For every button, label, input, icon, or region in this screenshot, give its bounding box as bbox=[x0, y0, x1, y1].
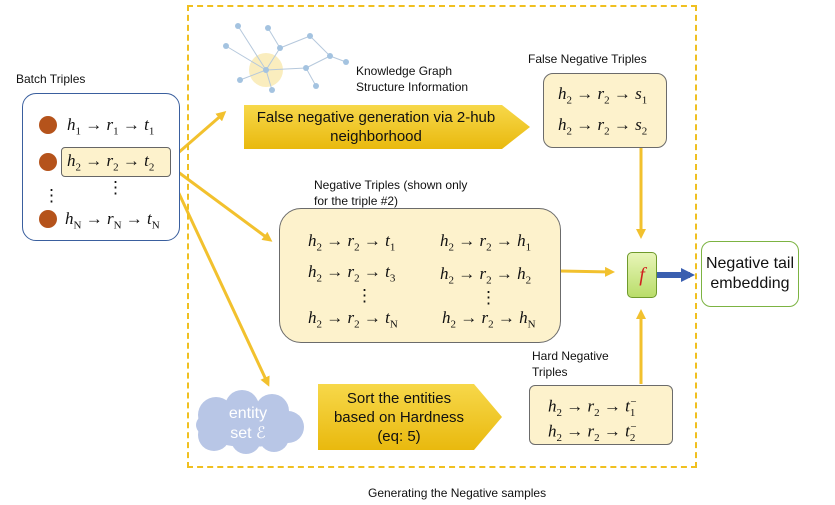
false-negative-triple-2: h2 → r2 → s2 bbox=[558, 115, 648, 138]
batch-title: Batch Triples bbox=[16, 72, 86, 86]
negative-triple-left-1: h2 → r2 → t1 bbox=[308, 231, 396, 254]
false-negative-triple-1: h2 → r2 → s1 bbox=[558, 84, 648, 107]
arrow-batch-to-negatives bbox=[169, 164, 273, 242]
entity-dot bbox=[39, 153, 57, 171]
entity-set-cloud bbox=[196, 390, 304, 454]
negative-triple-left-n: h2 → r2 → tN bbox=[308, 308, 398, 331]
arrow-negatives-to-f bbox=[559, 266, 615, 277]
negative-triple-right-2: h2 → r2 → h2 bbox=[440, 264, 532, 287]
false-negatives-box: h2 → r2 → s1 h2 → r2 → s2 bbox=[543, 73, 667, 148]
batch-triple-n: hN → rN → tN bbox=[65, 209, 160, 232]
highlighted-triple-box bbox=[61, 147, 171, 177]
aggregation-function-f: f bbox=[627, 252, 657, 298]
batch-triples-box: h1 → r1 → t1 h2 → r2 → t2 ⋮ ⋮ hN → rN → … bbox=[22, 93, 180, 241]
negative-triple-right-1: h2 → r2 → h1 bbox=[440, 231, 532, 254]
hard-negative-triple-2: h2 → r2 → t2− bbox=[548, 421, 637, 445]
hard-negative-triple-1: h2 → r2 → t1− bbox=[548, 396, 637, 420]
false-negatives-title: False Negative Triples bbox=[528, 52, 647, 66]
negatives-box: h2 → r2 → t1 h2 → r2 → t3 ⋮ h2 → r2 → tN… bbox=[279, 208, 561, 343]
negative-sampling-frame bbox=[187, 5, 697, 468]
arrow-batch-to-entity-set bbox=[166, 169, 270, 387]
figure-caption: Generating the Negative samples bbox=[368, 486, 547, 500]
batch-vdots-left: ⋮ bbox=[43, 186, 60, 205]
negative-triple-left-2: h2 → r2 → t3 bbox=[308, 262, 396, 285]
entity-dot bbox=[39, 116, 57, 134]
entity-dot bbox=[39, 210, 57, 228]
negative-vdots-right: ⋮ bbox=[480, 288, 497, 307]
knowledge-graph-illustration bbox=[223, 23, 349, 93]
batch-vdots-center: ⋮ bbox=[107, 178, 124, 197]
hard-negatives-box: h2 → r2 → t1− h2 → r2 → t2− bbox=[529, 385, 673, 445]
negative-vdots-left: ⋮ bbox=[356, 286, 373, 305]
negative-triple-right-n: h2 → r2 → hN bbox=[442, 308, 536, 331]
batch-triple-1: h1 → r1 → t1 bbox=[67, 115, 155, 138]
batch-triple-2: h2 → r2 → t2 bbox=[67, 151, 155, 174]
